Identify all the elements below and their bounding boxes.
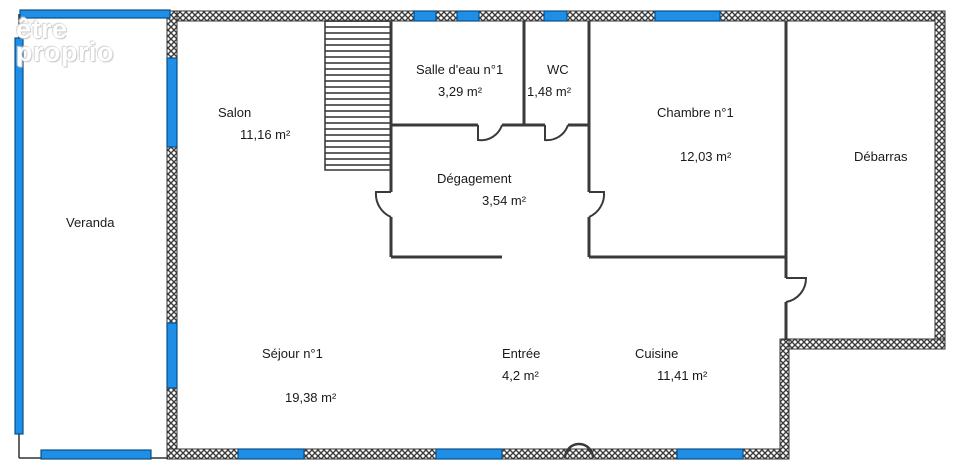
door-swings [374,124,808,459]
door-degagement-right [588,191,606,218]
window-wc [543,10,568,22]
room-name-veranda: Veranda [66,215,115,230]
room-area-sejour: 19,38 m² [285,390,337,405]
door-debarras [785,277,808,303]
windows [14,9,744,460]
room-name-salon: Salon [218,105,252,120]
interior-walls [389,21,788,340]
wall-right-upper [934,10,946,350]
room-name-wc: WC [547,62,569,77]
room-name-debarras: Débarras [854,149,908,164]
wall-right-lower [779,338,790,460]
room-area-degagement: 3,54 m² [482,193,527,208]
room-name-chambre: Chambre n°1 [657,105,734,120]
door-entry [563,442,595,459]
door-wc [544,124,569,142]
door-degagement-left [374,191,392,218]
logo-line1: être [16,14,68,44]
window-sejour-left [166,322,178,389]
logo-line2: proprio [16,37,114,67]
room-name-cuisine: Cuisine [635,346,679,361]
window-bottom-1 [237,448,305,460]
room-area-salle-deau: 3,29 m² [438,84,483,99]
brand-logo: être proprio [16,14,114,67]
window-veranda-left [14,37,24,435]
window-top-2 [456,10,480,22]
room-name-sejour: Séjour n°1 [262,346,323,361]
window-salon [166,57,178,148]
window-top-1 [413,10,437,22]
room-name-salle-deau: Salle d'eau n°1 [416,62,504,77]
room-name-degagement: Dégagement [437,171,512,186]
room-area-cuisine: 11,41 m² [657,368,708,383]
window-chambre [654,10,721,22]
door-salle-deau [477,124,503,142]
staircase [324,20,392,171]
room-name-entree: Entrée [502,346,541,361]
window-veranda-top [19,9,171,19]
room-area-chambre: 12,03 m² [680,149,732,164]
exterior-walls [166,10,946,460]
room-area-wc: 1,48 m² [527,84,572,99]
window-veranda-bottom [40,449,152,460]
room-area-salon: 11,16 m² [240,127,291,142]
wall-step-horizontal [779,338,946,350]
window-bottom-2 [435,448,503,460]
veranda-frame [18,13,168,459]
window-bottom-3 [676,448,744,460]
room-area-entree: 4,2 m² [502,368,539,383]
